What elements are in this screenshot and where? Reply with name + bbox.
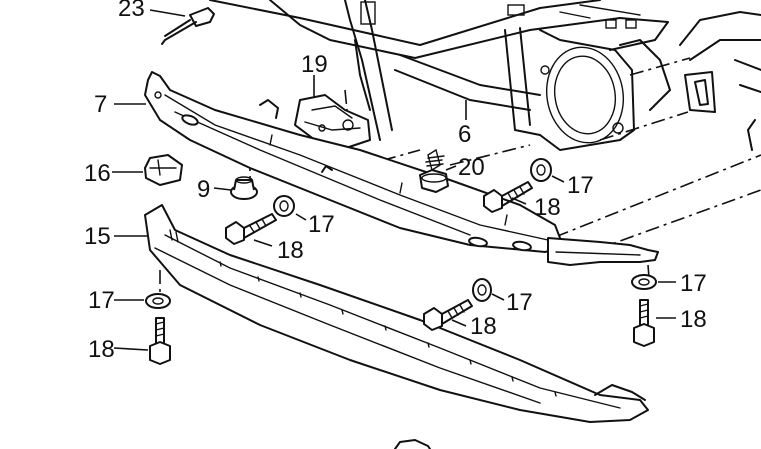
callout-18-c: 18 <box>470 313 497 340</box>
callout-6: 6 <box>458 121 471 148</box>
callout-16: 16 <box>84 160 111 187</box>
callout-17-e: 17 <box>680 270 707 297</box>
bumper-part-15 <box>144 204 649 423</box>
washer-part-17-c <box>472 278 492 302</box>
callout-17-b: 17 <box>567 172 594 199</box>
carrier-extension <box>547 237 659 266</box>
washer-part-17-e <box>631 274 657 290</box>
washer-part-17-b <box>530 158 552 182</box>
callout-7: 7 <box>94 91 107 118</box>
leader-lines <box>112 9 676 351</box>
callout-18-a: 18 <box>277 237 304 264</box>
callout-15: 15 <box>84 223 111 250</box>
grommet-part-9 <box>230 176 258 200</box>
screw-part-18-c <box>423 299 473 331</box>
screw-part-18-b <box>483 181 533 213</box>
callout-labels: 23 19 7 6 20 16 9 17 18 15 17 18 17 18 1… <box>84 0 707 363</box>
washer-part-17-d <box>145 293 171 309</box>
screw-part-18-a <box>225 213 277 245</box>
front-panel-part-6 <box>209 0 671 151</box>
callout-23: 23 <box>118 0 145 22</box>
bottom-partial-part <box>394 439 431 449</box>
fender-upper-right <box>679 11 761 151</box>
callout-18-e: 18 <box>680 306 707 333</box>
callout-19: 19 <box>301 51 328 78</box>
fastener-part-23 <box>161 7 215 45</box>
callout-17-d: 17 <box>88 287 115 314</box>
callout-9: 9 <box>197 176 210 203</box>
bolt-part-20 <box>419 148 449 193</box>
screw-part-18-e <box>633 299 655 347</box>
callout-17-a: 17 <box>308 211 335 238</box>
screw-part-18-d <box>149 317 171 365</box>
callout-18-d: 18 <box>88 336 115 363</box>
callout-20: 20 <box>458 154 485 181</box>
callout-17-c: 17 <box>506 289 533 316</box>
clip-part-16 <box>144 154 183 186</box>
bumper-carrier-part-7 <box>144 71 561 253</box>
callout-18-b: 18 <box>534 194 561 221</box>
washer-part-17-a <box>273 195 295 217</box>
bracket-part-19 <box>294 94 371 151</box>
